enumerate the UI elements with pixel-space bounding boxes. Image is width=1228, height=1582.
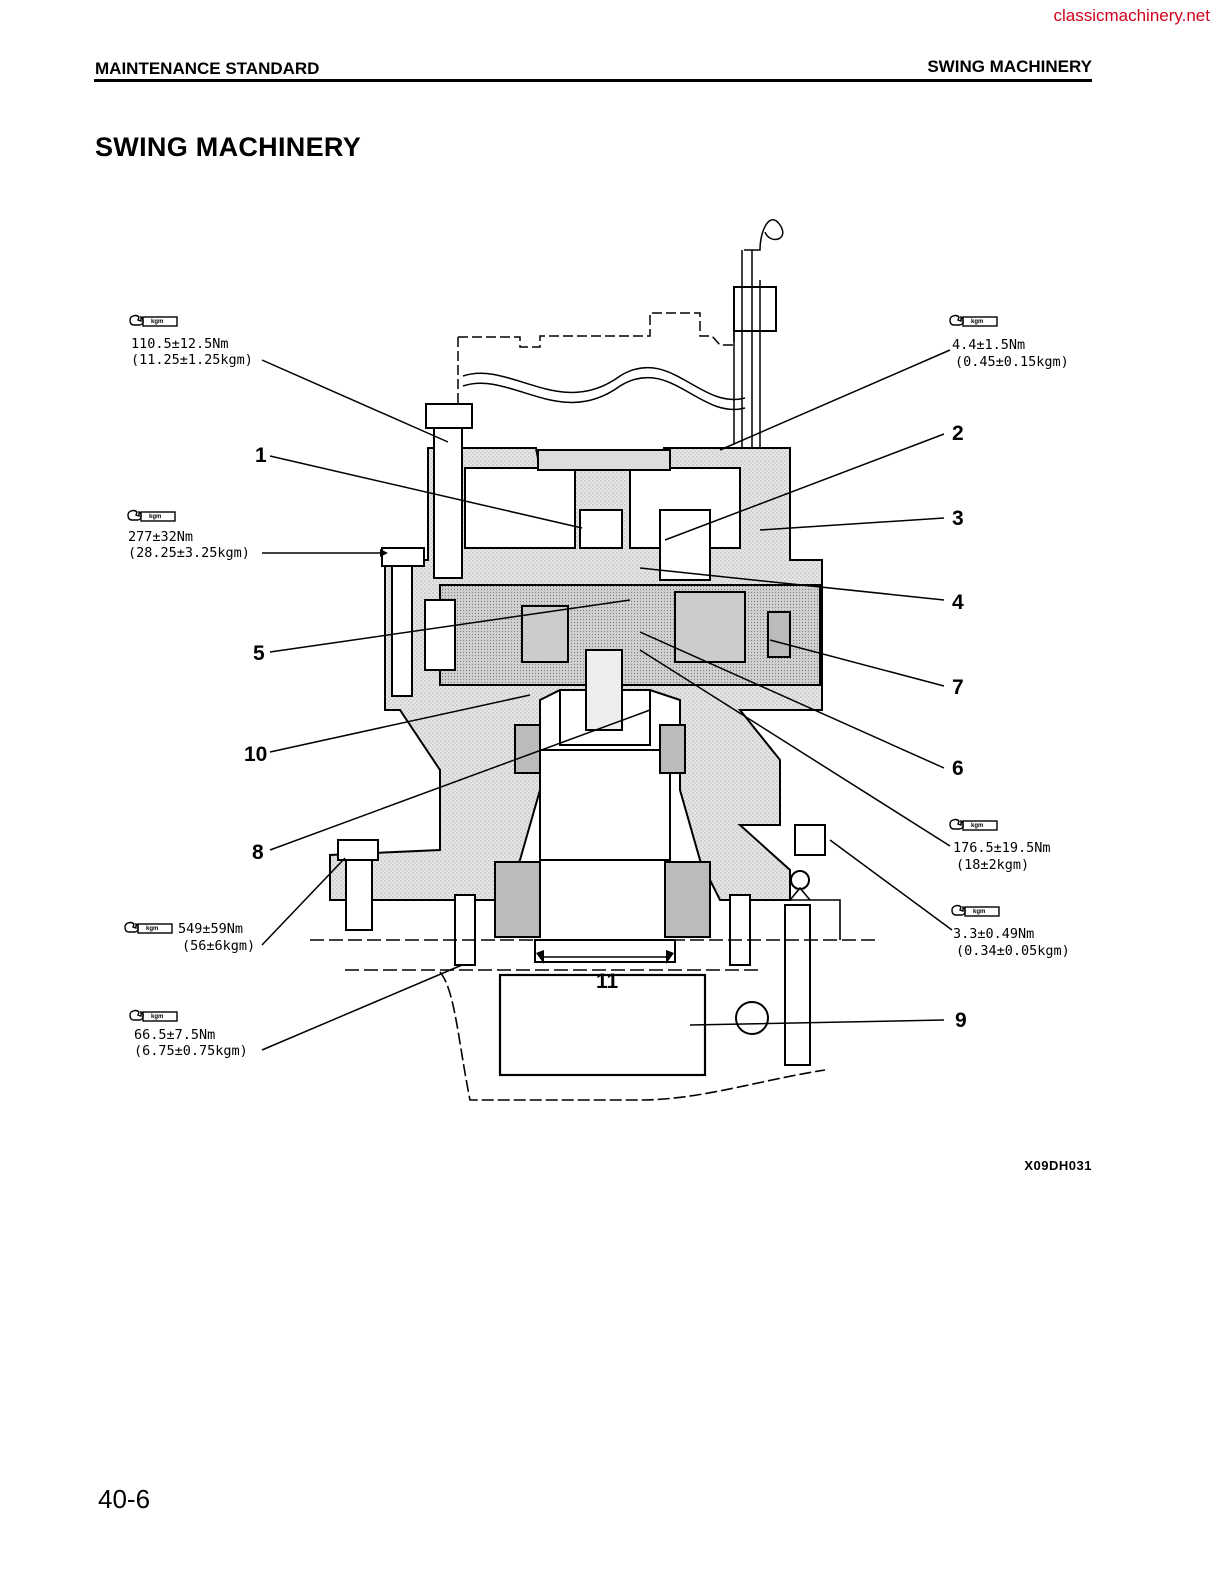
torque-callout-2: kgm 4.4±1.5Nm (0.45±0.15kgm) [949,314,1069,370]
torque-callout-3: kgm 277±32Nm (28.25±3.25kgm) [127,509,250,561]
part-label-5: 5 [253,642,265,665]
part-label-3: 3 [952,507,964,530]
part-label-2: 2 [952,422,964,445]
part-label-9: 9 [955,1009,967,1032]
torque-kgm: (6.75±0.75kgm) [134,1043,248,1059]
torque-badge: kgm [971,823,983,829]
torque-kgm: (0.45±0.15kgm) [955,354,1069,370]
part-label-7: 7 [952,676,964,699]
torque-callout-4: kgm 176.5±19.5Nm (18±2kgm) [949,818,1051,873]
torque-nm: 549±59Nm [178,921,243,937]
torque-kgm: (11.25±1.25kgm) [131,352,253,368]
torque-nm: 3.3±0.49Nm [953,926,1034,942]
torque-nm: 66.5±7.5Nm [134,1027,215,1043]
leader-arrowheads [380,549,674,964]
torque-kgm: (0.34±0.05kgm) [956,943,1070,959]
torque-badge: kgm [149,514,161,520]
torque-badge: kgm [971,319,983,325]
page-title: SWING MACHINERY [95,132,361,162]
part-label-4: 4 [952,591,964,614]
torque-kgm: (18±2kgm) [956,857,1029,873]
torque-nm: 277±32Nm [128,529,193,545]
part-label-8: 8 [252,841,264,864]
header-section-title: MAINTENANCE STANDARD [95,59,320,78]
torque-badge: kgm [151,319,163,325]
torque-kgm: (28.25±3.25kgm) [128,545,250,561]
torque-badge: kgm [151,1014,163,1020]
swing-motor-outline [457,219,784,520]
part-label-1: 1 [255,444,267,467]
torque-callout-7: kgm 66.5±7.5Nm (6.75±0.75kgm) [129,1009,248,1059]
header-rule [94,79,1092,82]
torque-nm: 110.5±12.5Nm [131,336,229,352]
page-number: 40-6 [98,1484,151,1514]
torque-badge: kgm [973,909,985,915]
part-label-11: 11 [596,970,619,993]
torque-callout-1: kgm 110.5±12.5Nm (11.25±1.25kgm) [129,314,253,368]
part-label-6: 6 [952,757,964,780]
figure-code: X09DH031 [1024,1158,1092,1173]
gear-components [424,449,791,963]
header-chapter-title: SWING MACHINERY [927,57,1092,76]
part-label-10: 10 [244,743,267,766]
torque-nm: 4.4±1.5Nm [952,337,1025,353]
part-number-labels: 1 2 3 4 5 6 7 8 9 10 11 [244,422,967,1032]
leader-lines [261,349,953,1051]
torque-callout-6: kgm 3.3±0.49Nm (0.34±0.05kgm) [951,904,1070,959]
torque-nm: 176.5±19.5Nm [953,840,1051,856]
torque-callout-5: kgm 549±59Nm (56±6kgm) [124,921,255,954]
torque-kgm: (56±6kgm) [182,938,255,954]
torque-badge: kgm [146,926,158,932]
watermark: classicmachinery.net [1053,6,1210,25]
bolts [337,403,826,966]
